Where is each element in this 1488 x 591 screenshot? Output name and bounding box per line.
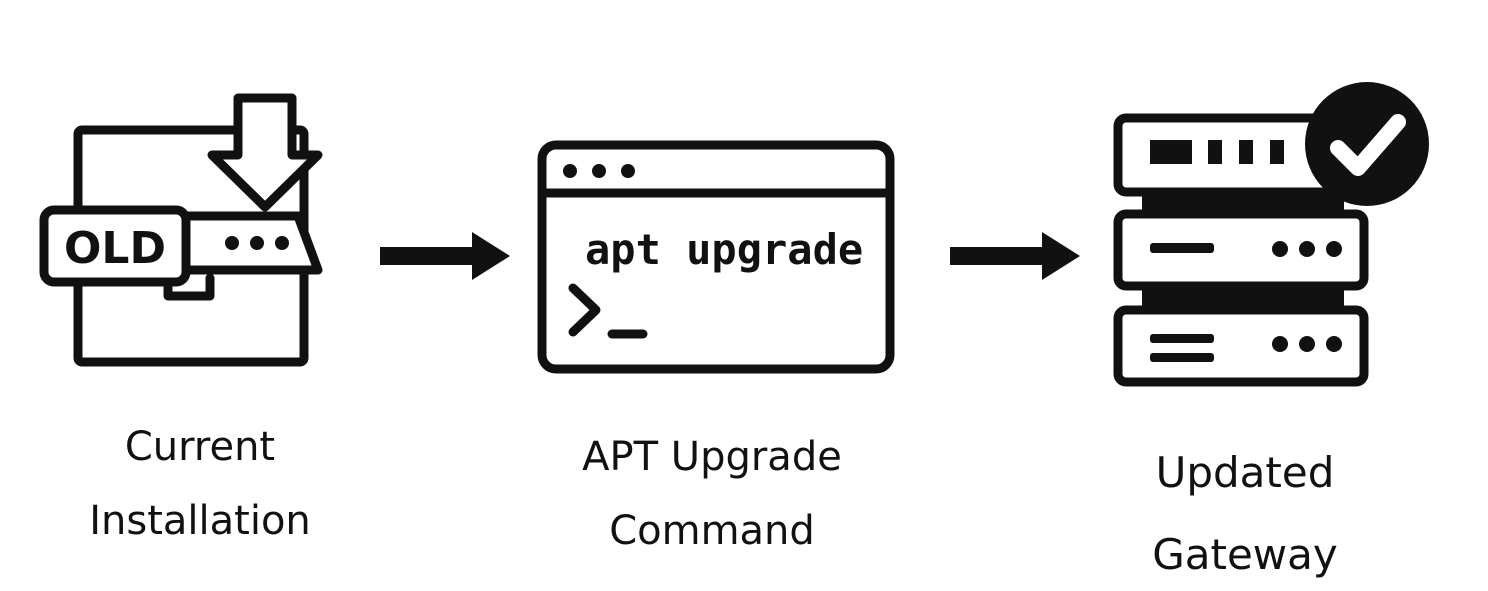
label-line: Updated — [1155, 448, 1335, 497]
check-badge-icon — [1305, 82, 1429, 206]
label-line: Command — [609, 508, 815, 554]
prompt-cursor-icon — [568, 283, 648, 339]
step-label-apt-upgrade-command: APT Upgrade Command — [562, 420, 862, 568]
window-dots-icon — [563, 164, 635, 178]
terminal-window-icon — [537, 140, 895, 374]
label-line: Gateway — [1152, 530, 1338, 579]
label-line: APT Upgrade — [582, 434, 842, 480]
arrow-right-icon — [950, 232, 1080, 280]
step-label-current-installation: Current Installation — [60, 410, 340, 558]
label-line: Current — [124, 424, 276, 470]
label-line: Installation — [89, 498, 311, 544]
old-badge-text: OLD — [64, 223, 166, 274]
old-installation-box-icon — [39, 93, 323, 367]
arrow-right-icon — [380, 232, 510, 280]
server-stack-check-icon — [1113, 113, 1369, 387]
terminal-command-text: apt upgrade — [585, 225, 863, 274]
dots-icon — [225, 236, 289, 250]
step-label-updated-gateway: Updated Gateway — [1105, 432, 1385, 591]
